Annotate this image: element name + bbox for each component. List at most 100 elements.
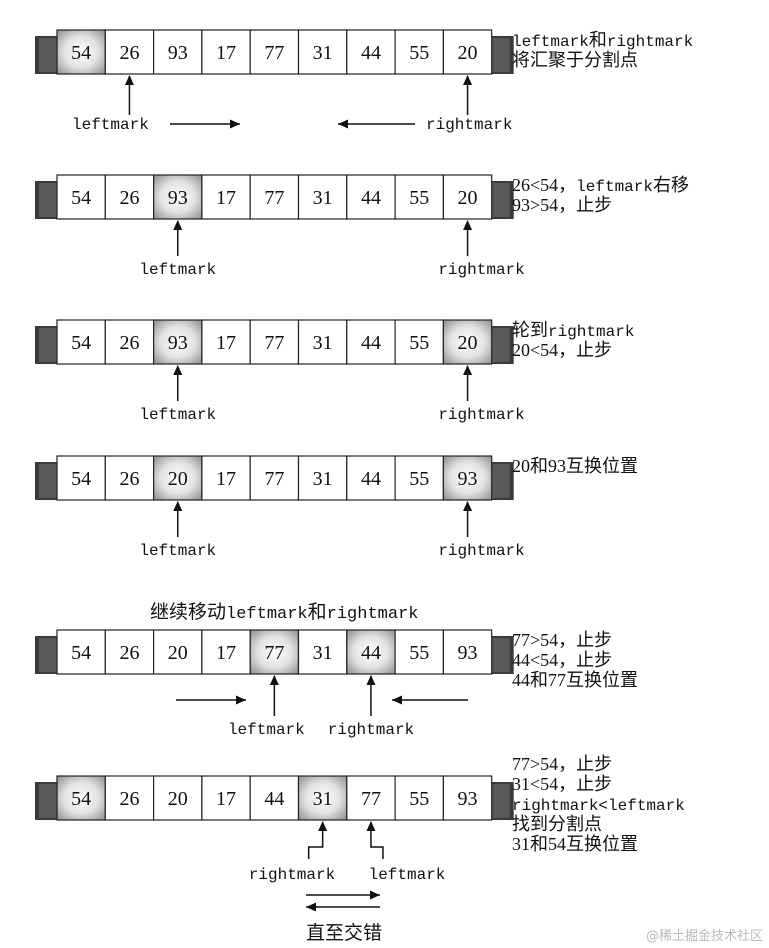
step-description: 找到分割点 [512, 814, 602, 834]
rightmark-label: rightmark [426, 116, 512, 134]
array-cell: 31 [297, 29, 348, 75]
array-cell: 44 [249, 775, 300, 821]
step-description: 44<54，止步 [512, 650, 612, 670]
array-cell: 44 [346, 455, 396, 501]
cell-highlight [442, 319, 493, 365]
array-cell: 44 [346, 29, 396, 75]
cell-value: 93 [168, 332, 188, 354]
cell-value: 17 [216, 187, 236, 209]
cell-highlight [346, 629, 396, 675]
cell-value: 31 [313, 187, 333, 209]
cell-value: 77 [264, 332, 284, 354]
cell-highlight [297, 775, 348, 821]
arrow-head [463, 501, 473, 511]
rightmark-label: rightmark [249, 866, 335, 884]
array-cell: 17 [201, 29, 251, 75]
array-cell: 93 [153, 319, 203, 365]
array-cell: 54 [56, 455, 106, 501]
array-cell: 20 [153, 775, 203, 821]
leftmark-label: leftmark [369, 866, 446, 884]
step-description: 将汇聚于分割点 [512, 50, 638, 70]
array-cell: 26 [104, 629, 155, 675]
array-cell: 93 [153, 29, 203, 75]
array-cell: 55 [394, 775, 445, 821]
array-cell: 26 [104, 319, 155, 365]
leftmark-label: leftmark [72, 116, 149, 134]
cell-box [201, 174, 251, 220]
cell-value: 54 [71, 42, 91, 64]
cell-value: 26 [119, 642, 139, 664]
cell-value: 20 [458, 187, 478, 209]
cell-box [346, 29, 396, 75]
cell-box [104, 629, 155, 675]
leftmark-pointer [370, 822, 384, 859]
step-description: 77>54，止步 [512, 754, 612, 774]
cell-value: 17 [216, 42, 236, 64]
cell-box [394, 319, 445, 365]
arrow-head [463, 220, 473, 230]
cell-value: 26 [119, 332, 139, 354]
cell-value: 17 [216, 332, 236, 354]
array-cell: 26 [104, 775, 155, 821]
cell-value: 77 [264, 42, 284, 64]
cell-value: 17 [216, 788, 236, 810]
cell-box [346, 775, 396, 821]
array-cell: 17 [201, 455, 251, 501]
cell-value: 20 [458, 332, 478, 354]
leftmark-direction-arrow-head [230, 119, 240, 129]
array-cell: 26 [104, 455, 155, 501]
array-cell: 54 [56, 629, 106, 675]
cell-value: 31 [313, 468, 333, 490]
array-cell: 55 [394, 629, 445, 675]
cell-box [249, 319, 300, 365]
cell-value: 20 [168, 788, 188, 810]
array-cell: 55 [394, 174, 445, 220]
cell-box [297, 629, 348, 675]
step-heading: 继续移动leftmark和rightmark [150, 601, 418, 624]
cell-value: 55 [409, 788, 429, 810]
cell-box [201, 455, 251, 501]
cell-box [442, 629, 493, 675]
cell-value: 93 [458, 468, 478, 490]
arrow-head [173, 220, 183, 230]
array-cell: 31 [297, 629, 348, 675]
rightmark-label: rightmark [438, 542, 524, 560]
array-cell: 77 [249, 455, 300, 501]
cell-box [297, 319, 348, 365]
cell-value: 17 [216, 468, 236, 490]
array-cell: 77 [346, 775, 396, 821]
rightmark-label: rightmark [328, 721, 414, 739]
cell-box [346, 174, 396, 220]
cell-box [346, 455, 396, 501]
array-cell: 93 [442, 629, 493, 675]
arrow-head [173, 365, 183, 375]
cell-value: 93 [458, 788, 478, 810]
step-description: 20<54，止步 [512, 340, 612, 360]
cell-value: 44 [361, 332, 381, 354]
cell-value: 44 [361, 642, 381, 664]
cell-highlight [153, 174, 203, 220]
cell-box [394, 29, 445, 75]
array-cell: 55 [394, 29, 445, 75]
cell-box [394, 629, 445, 675]
cell-value: 55 [409, 642, 429, 664]
cell-value: 77 [264, 187, 284, 209]
array-cell: 17 [201, 775, 251, 821]
array-cell: 20 [442, 29, 493, 75]
array-cell: 77 [249, 29, 300, 75]
cell-box [249, 29, 300, 75]
array-cell: 31 [297, 775, 348, 821]
array-cell: 77 [249, 629, 300, 675]
leftmark-label: leftmark [228, 721, 305, 739]
arrow-head [124, 75, 134, 85]
cell-value: 77 [264, 642, 284, 664]
cell-box [104, 174, 155, 220]
cell-value: 31 [313, 332, 333, 354]
arrow-head [318, 821, 328, 831]
cell-highlight [153, 319, 203, 365]
array-cell: 77 [249, 174, 300, 220]
cell-value: 54 [71, 332, 91, 354]
